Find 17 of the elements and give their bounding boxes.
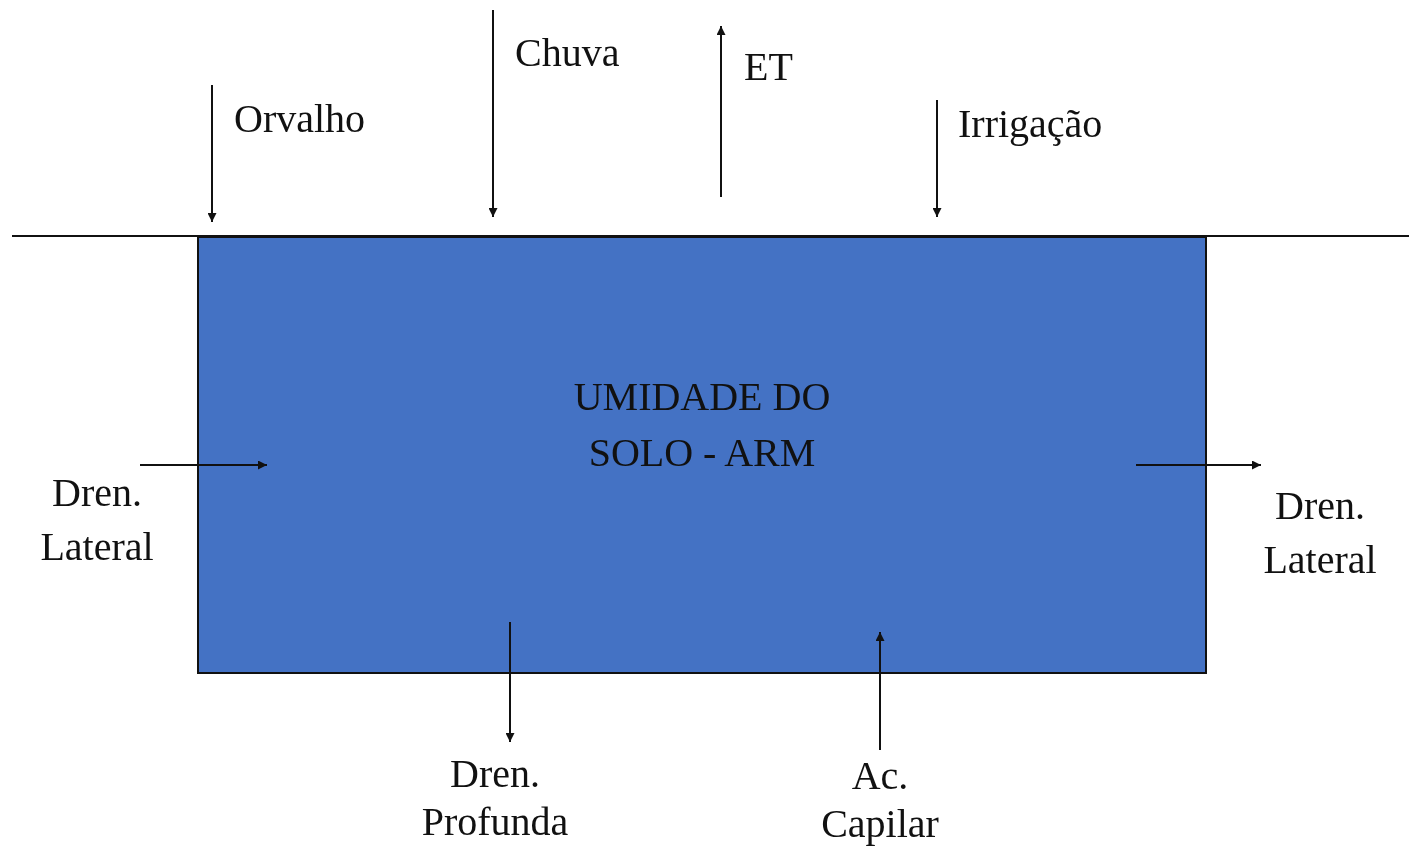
edge-label: Dren. Lateral <box>39 469 155 571</box>
arrow <box>716 25 726 198</box>
flow-label: Ac. Capilar <box>790 752 970 846</box>
edge-label: Dren. Lateral <box>1262 482 1378 584</box>
arrow <box>207 84 217 223</box>
edge-label: Irrigação <box>958 100 1103 148</box>
edge-label: Orvalho <box>234 95 366 143</box>
arrow <box>488 9 498 218</box>
arrow <box>1135 460 1262 470</box>
arrow <box>932 99 942 218</box>
arrow <box>505 621 515 743</box>
edge-label: ET <box>744 43 793 91</box>
soil-moisture-box: UMIDADE DO SOLO - ARM <box>197 236 1207 674</box>
arrow <box>139 460 268 470</box>
edge-label: Chuva <box>515 29 620 77</box>
flow-label: Dren. Profunda <box>405 750 585 846</box>
arrow <box>875 631 885 751</box>
